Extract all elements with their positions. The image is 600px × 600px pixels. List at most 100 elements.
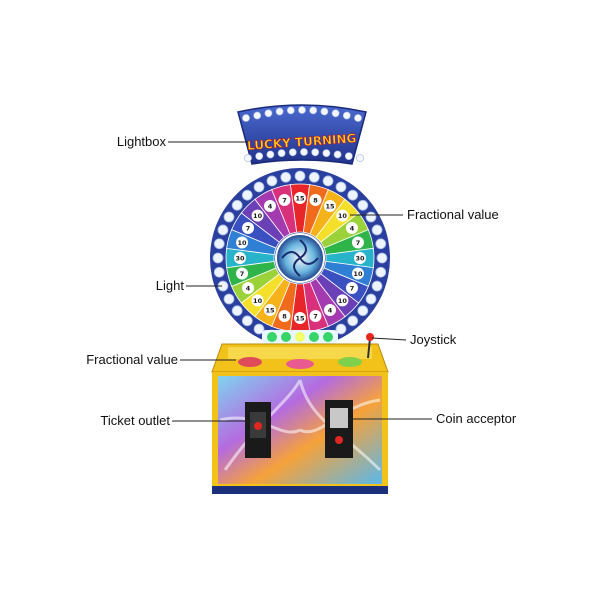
lightbox-lights <box>242 106 364 162</box>
rim-light <box>266 175 278 187</box>
rim-light <box>241 189 253 201</box>
wheel-value-disc <box>294 312 306 324</box>
wheel-value-disc <box>278 309 291 322</box>
control-button-center <box>286 359 314 369</box>
glow-light <box>323 332 333 342</box>
wheel-segment-value: 4 <box>328 306 333 314</box>
callout-lightbox: Lightbox <box>116 134 166 149</box>
wheel-value-disc <box>242 222 255 234</box>
wheel-value-disc <box>242 282 255 294</box>
ticket-outlet-light <box>254 422 262 430</box>
lightbox-panel <box>237 104 367 165</box>
rim-light <box>231 305 243 317</box>
wheel-lights <box>212 170 388 346</box>
rim-light <box>365 293 377 305</box>
wheel-hub-swirl <box>281 239 319 277</box>
wheel-segment-value: 10 <box>238 239 248 247</box>
rim-light <box>223 211 235 223</box>
marquee-light <box>298 106 306 114</box>
rim-light <box>371 280 383 292</box>
rim-light <box>253 181 265 193</box>
wheel-value-disc <box>309 309 322 322</box>
marquee-light <box>288 148 297 157</box>
wheel-segment-value: 7 <box>246 225 251 233</box>
callout-ticket-outlet: Ticket outlet <box>100 413 170 428</box>
wheel-value-disc <box>351 236 364 249</box>
wheel-segment-value: 10 <box>353 270 363 278</box>
wheel-segment-value: 8 <box>313 197 318 205</box>
wheel-segment-value: 10 <box>338 212 348 220</box>
wheel-value-disc <box>345 282 358 294</box>
glow-light <box>295 332 305 342</box>
wheel-segment-value: 4 <box>268 203 273 211</box>
rim-light <box>223 293 235 305</box>
wheel-segment <box>271 184 298 235</box>
control-panel <box>211 333 389 373</box>
rim-light <box>213 266 225 278</box>
callout-fractional-value-bottom: Fractional value <box>86 352 178 367</box>
control-button-left <box>238 357 262 367</box>
rim-light <box>294 170 306 182</box>
wheel-segment-value: 15 <box>265 306 275 314</box>
wheel-segment-value: 4 <box>350 225 355 233</box>
rim-light <box>357 305 369 317</box>
wheel-segment-value: 7 <box>240 270 245 278</box>
cabinet-base <box>212 486 388 494</box>
callout-coin-acceptor: Coin acceptor <box>436 411 517 426</box>
glow-light <box>309 332 319 342</box>
marquee-light <box>300 148 308 156</box>
rim-light <box>231 199 243 211</box>
rim-light <box>335 181 347 193</box>
marquee-light <box>344 152 353 161</box>
wheel-segment-value: 8 <box>282 312 287 320</box>
callout-joystick: Joystick <box>410 332 457 347</box>
marquee-light <box>320 107 329 116</box>
marquee-light <box>253 111 262 120</box>
callout-light: Light <box>155 278 184 293</box>
wheel-value-disc <box>264 200 276 213</box>
wheel-value-disc <box>309 194 322 207</box>
rim-light <box>375 238 387 250</box>
rim-light <box>322 175 334 187</box>
rim-light <box>308 171 320 183</box>
marquee-light <box>275 107 284 116</box>
wheel-segment-value: 15 <box>325 203 335 211</box>
coin-acceptor-light <box>335 436 343 444</box>
marquee-light <box>331 109 340 118</box>
rim-light <box>375 266 387 278</box>
rim-light <box>217 224 229 236</box>
rim-light <box>371 224 383 236</box>
lightbox: LUCKY TURNING <box>237 104 367 165</box>
marquee-light <box>286 106 295 115</box>
wheel-segment-value: 30 <box>355 255 365 263</box>
rim-light <box>241 315 253 327</box>
wheel-segment-value: 10 <box>338 297 348 305</box>
wheel-value-disc <box>354 252 366 264</box>
wheel-value-disc <box>236 236 249 249</box>
marquee-light <box>255 152 264 161</box>
marquee-light <box>242 114 250 122</box>
leader-lines <box>168 141 432 422</box>
rim-light <box>253 323 265 335</box>
callout-fractional-value-top: Fractional value <box>407 207 499 222</box>
marquee-light <box>309 106 318 115</box>
rim-light <box>357 199 369 211</box>
wheel-segment-value: 15 <box>295 195 305 203</box>
wheel-value-disc <box>336 294 349 307</box>
rim-light <box>335 323 347 335</box>
wheel-value-disc <box>264 303 276 316</box>
wheel-value-disc <box>324 303 336 316</box>
joystick-shaft <box>367 337 371 359</box>
marquee-light <box>264 109 273 118</box>
control-button-right <box>338 357 362 367</box>
leader-line-joystick <box>371 337 407 341</box>
wheel-segment-value: 4 <box>246 285 251 293</box>
glow-light <box>267 332 277 342</box>
marquee-light <box>277 149 286 158</box>
wheel-value-disc <box>251 209 264 222</box>
wheel-segment-value: 15 <box>295 315 305 323</box>
wheel-value-disc <box>278 194 291 207</box>
coin-acceptor-slot <box>330 408 348 428</box>
